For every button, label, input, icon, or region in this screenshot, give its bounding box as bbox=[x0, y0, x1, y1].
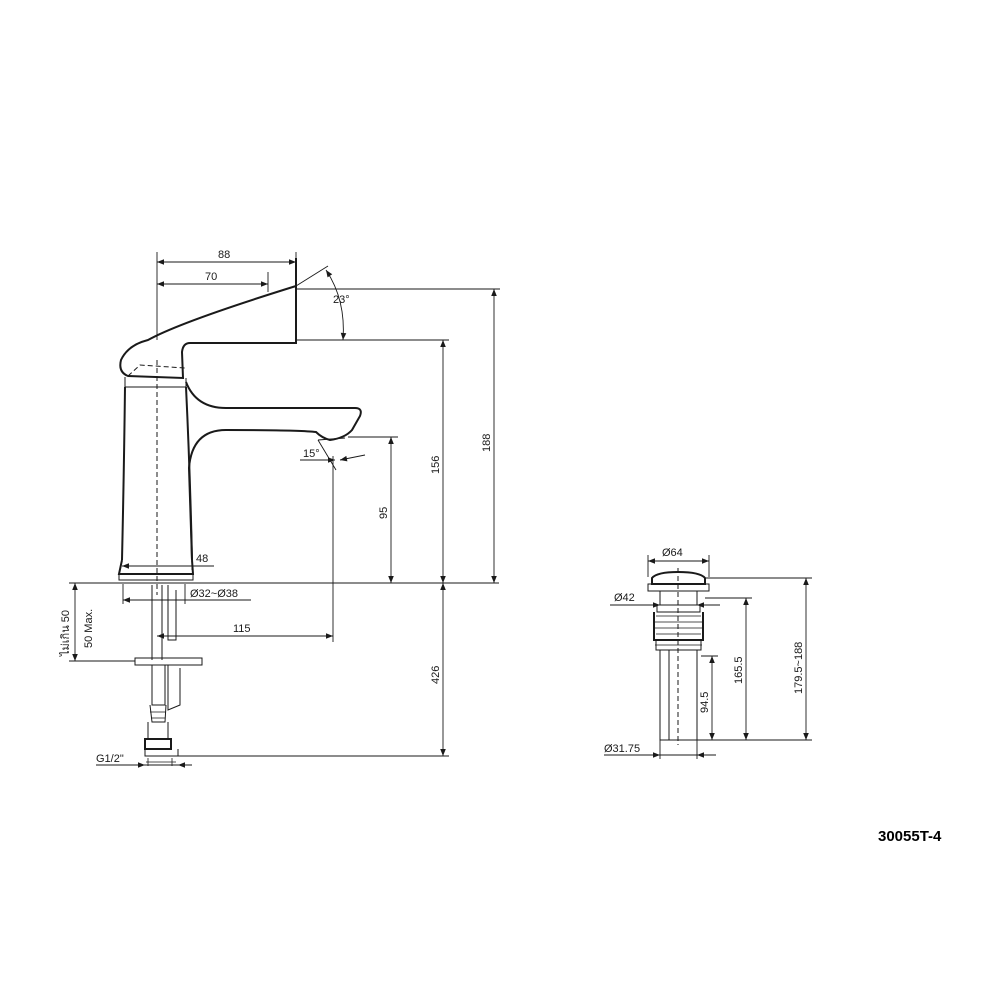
dim-50-max: 50 Max. bbox=[83, 609, 95, 648]
dim-g-1-2: G1/2" bbox=[96, 753, 124, 765]
dim-70: 70 bbox=[205, 271, 217, 283]
dim-165-5: 165.5 bbox=[733, 656, 745, 684]
dim-115: 115 bbox=[233, 623, 251, 635]
dim-94-5: 94.5 bbox=[699, 692, 711, 713]
dim-dia-42: Ø42 bbox=[614, 592, 635, 604]
faucet-dimensions: 88 70 23° 188 156 95 15° 48 Ø32~Ø38 bbox=[59, 249, 500, 768]
dim-179-5-188: 179.5~188 bbox=[793, 642, 805, 694]
dim-thai-max-50: ไม่เกิน 50 bbox=[59, 610, 72, 657]
model-code: 30055T-4 bbox=[878, 828, 942, 845]
dim-angle-15: 15° bbox=[303, 448, 320, 460]
faucet-handle bbox=[119, 258, 297, 380]
dim-48: 48 bbox=[196, 553, 208, 565]
faucet-spout bbox=[185, 381, 362, 561]
dim-dia-64: Ø64 bbox=[662, 547, 683, 559]
dim-426: 426 bbox=[430, 666, 442, 684]
dim-angle-23: 23° bbox=[333, 294, 350, 306]
dim-188: 188 bbox=[481, 434, 493, 452]
popup-waste-dimensions: Ø64 Ø42 179.5~188 165.5 94.5 Ø31.75 bbox=[604, 547, 812, 759]
dim-dia-31-75: Ø31.75 bbox=[604, 743, 640, 755]
popup-waste-drawing bbox=[647, 568, 710, 745]
dim-88: 88 bbox=[218, 249, 230, 261]
faucet-drawing bbox=[98, 258, 499, 766]
dim-95: 95 bbox=[378, 507, 390, 519]
dim-dia-32-38: Ø32~Ø38 bbox=[190, 588, 238, 600]
dim-156: 156 bbox=[430, 456, 442, 474]
